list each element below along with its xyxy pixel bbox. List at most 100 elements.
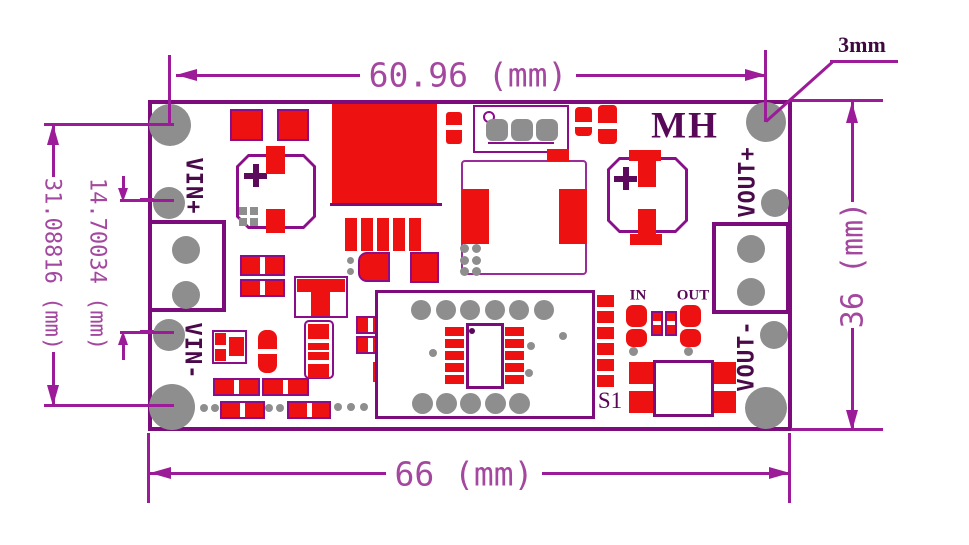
smd-pad [277, 109, 309, 141]
via [200, 404, 208, 412]
ic-pads-right [505, 327, 524, 384]
dimension-line [851, 328, 854, 428]
connector-pad [511, 119, 533, 141]
through-hole-pad [485, 393, 506, 414]
capacitor-pad [638, 160, 656, 187]
dimension-line [576, 74, 766, 77]
extension-line [44, 123, 174, 126]
pad-gap [667, 321, 675, 325]
arrow-right-icon [745, 69, 766, 81]
via [211, 404, 219, 412]
via [460, 267, 469, 276]
smd-pad [230, 109, 263, 141]
extension-line [44, 404, 174, 407]
smd-pad [575, 107, 592, 136]
via [239, 207, 247, 215]
connector-pad [536, 119, 558, 141]
dimension-line [176, 74, 360, 77]
via [460, 244, 469, 253]
via [334, 403, 342, 411]
connector-pad [486, 119, 508, 141]
via [276, 404, 284, 412]
mounting-hole-bottom-left [149, 384, 195, 430]
pad-gap [234, 380, 239, 394]
silkscreen-line [330, 203, 442, 206]
led-pad [680, 329, 701, 347]
extension-line [791, 99, 883, 102]
pad-gap [575, 122, 592, 127]
switch-pad [629, 362, 655, 384]
dimension-line [851, 102, 854, 202]
led-pad [680, 305, 701, 327]
pad-gap [283, 380, 288, 394]
through-hole-pad [485, 300, 505, 320]
through-hole-pad [509, 393, 530, 414]
capacitor-pad [630, 234, 662, 245]
pin1-dot [469, 328, 475, 334]
via [239, 218, 247, 226]
arrow-right-icon [769, 467, 790, 479]
arrow-down-icon [846, 410, 858, 431]
switch-pad [710, 362, 736, 384]
transistor-pad [311, 292, 330, 316]
ic-pads-left [445, 327, 464, 384]
via [347, 403, 355, 411]
switch-pad [629, 391, 655, 413]
led-out-label: OUT [676, 287, 710, 304]
through-hole-pad [411, 300, 431, 320]
plus-polarity-mark [244, 164, 267, 187]
transistor-pad [297, 279, 345, 292]
inductor-pad [332, 104, 437, 203]
arrow-down-icon [118, 188, 128, 202]
arrow-left-icon [150, 467, 171, 479]
switch-pad [710, 391, 736, 413]
arrow-up-icon [846, 102, 858, 123]
dim-top-label: 60.96 (mm) [368, 55, 568, 95]
through-hole-pad [460, 393, 481, 414]
dim-left-outer-label: 31.08816 (mm) [39, 177, 65, 351]
via [472, 244, 481, 253]
vin-minus-pad [153, 319, 185, 351]
plus-polarity-mark [614, 167, 637, 190]
resistor-array-pads [345, 218, 421, 251]
switch-ref-label: S1 [597, 388, 623, 413]
pad-gap [368, 338, 373, 352]
smd-pad [547, 149, 569, 161]
via [347, 268, 354, 275]
pad-gap [307, 403, 312, 417]
pad-gap [446, 125, 462, 130]
terminal-pad [172, 281, 200, 309]
through-hole-pad [534, 300, 554, 320]
arrow-left-icon [176, 69, 197, 81]
arrow-stem [122, 344, 125, 360]
dimension-stub [120, 331, 174, 334]
via [429, 349, 437, 357]
led-pad [626, 329, 647, 347]
smd-pad [215, 349, 226, 361]
pad-gap [308, 360, 329, 364]
pad-gap [368, 318, 373, 332]
ic-body-outline [466, 323, 504, 389]
extension-line [764, 50, 767, 122]
resistor-stack [597, 343, 614, 387]
capacitor-pad [266, 146, 285, 174]
brand-text: MH [651, 105, 719, 147]
terminal-pad [737, 235, 765, 263]
via [559, 332, 567, 340]
pad-gap [258, 349, 277, 354]
leader-line [765, 61, 834, 123]
arrow-up-icon [118, 331, 128, 345]
via [250, 207, 258, 215]
potentiometer-pad [559, 189, 587, 244]
via [472, 267, 481, 276]
switch-outline [653, 360, 714, 417]
dimension-line [52, 124, 55, 177]
arrow-up-icon [47, 124, 59, 145]
extension-line [168, 55, 171, 125]
through-hole-pad [436, 300, 456, 320]
smd-pad [410, 252, 439, 283]
dim-left-inner-label: 14.70034 (mm) [84, 177, 110, 351]
hole-diameter-label: 3mm [838, 32, 886, 57]
through-hole-pad [509, 300, 529, 320]
